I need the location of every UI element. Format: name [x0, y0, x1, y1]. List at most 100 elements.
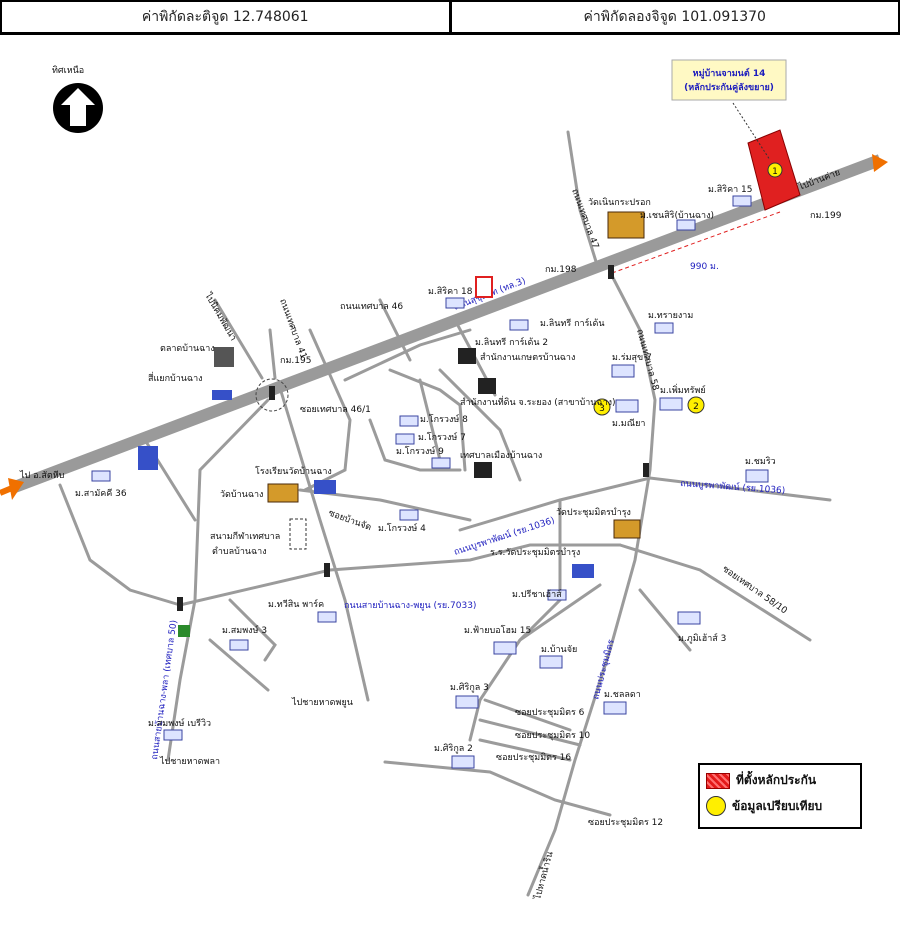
house-icon: [431, 457, 451, 469]
place-sirika15: ม.สิริคา 15: [708, 184, 753, 195]
house-icon: [659, 397, 683, 411]
direction-sattahip: ไป อ.สัตหีบ: [19, 470, 65, 481]
house-icon: [317, 611, 337, 623]
place-school: โรงเรียนวัดบ้านฉาง: [255, 466, 332, 477]
bank-icon: [138, 446, 158, 470]
map-legend: ที่ตั้งหลักประกัน ข้อมูลเปรียบเทียบ: [698, 763, 862, 829]
store-icon: [178, 625, 190, 637]
temple-banchang-icon: [267, 483, 299, 503]
subject-title-2: (หลักประกันคู่ลังขยาย): [684, 82, 774, 93]
distance-label: 990 ม.: [690, 262, 719, 272]
coordinate-header: ค่าพิกัดละติจูด 12.748061 ค่าพิกัดลองจิจ…: [0, 0, 900, 35]
traffic-lights: [177, 265, 649, 611]
house-icon: [611, 364, 635, 378]
arrow-west-icon: [8, 478, 24, 500]
municipal-icon: [474, 462, 492, 478]
school-prachum-icon: [572, 564, 594, 578]
legend-comp-label: ข้อมูลเปรียบเทียบ: [732, 798, 823, 813]
place-maniya: ม.มณียา: [612, 418, 645, 429]
place-kaset: สำนักงานเกษตรบ้านฉาง: [480, 352, 575, 363]
hospital-icon: [475, 276, 493, 298]
traffic-light-icon: [643, 463, 649, 477]
arrow-east-icon: [872, 154, 888, 172]
house-icon: [745, 469, 769, 483]
place-stadium-2: ตำบลบ้านฉาง: [212, 546, 267, 557]
house-icon: [547, 589, 567, 601]
place-sompong3: ม.สมพงษ์ 3: [222, 624, 267, 636]
legend-subject-label: ที่ตั้งหลักประกัน: [736, 773, 817, 787]
house-icons: [91, 195, 769, 769]
comp-3-marker-icon: [593, 398, 611, 416]
house-icon: [399, 509, 419, 521]
subject-leader: [732, 102, 771, 161]
government-icon: [458, 348, 476, 364]
place-wat-noen: วัดเนินกระปรอก: [588, 197, 651, 208]
km-199: กม.199: [810, 211, 842, 221]
label-soi-prachummit-16: ซอยประชุมมิตร 16: [496, 752, 571, 763]
place-sompong-river: ม.สมพงษ์ เบรีวิว: [148, 717, 211, 729]
stadium-icon: [289, 518, 307, 550]
label-soi-prachummit-12: ซอยประชุมมิตร 12: [588, 817, 663, 828]
place-sai-ngam: ม.ทรายงาม: [648, 311, 693, 321]
label-kitsuk: ซอยบ้านจัด: [327, 507, 373, 533]
place-samaki36: ม.สามัคคี 36: [75, 488, 127, 499]
km-198: กม.198: [545, 265, 577, 275]
school-icon: [314, 480, 336, 494]
roundabout-icon: [255, 378, 289, 412]
house-icon: [654, 322, 674, 334]
traffic-light-icon: [324, 563, 330, 577]
place-lindri: ม.ลินทรี การ์เด้น: [540, 317, 605, 329]
place-wat-prachum: วัดประชุมมิตรบำรุง: [556, 507, 631, 518]
house-icon: [455, 695, 479, 709]
place-koraw4: ม.โกรวงษ์ 4: [378, 522, 426, 534]
km-195: กม.195: [280, 356, 311, 366]
land-office-icon: [478, 378, 496, 394]
road-sukhumvit: [9, 154, 883, 494]
temple-noen-icon: [607, 211, 645, 239]
road-burapha: [458, 476, 832, 532]
place-wat-banchang: วัดบ้านฉาง: [220, 489, 263, 500]
house-icon: [445, 297, 465, 309]
place-sirika18: ม.สิริคา 18: [428, 286, 473, 297]
road-nikom: [213, 298, 264, 380]
latitude-label: ค่าพิกัดละติจูด 12.748061: [0, 0, 450, 34]
place-banchai: ม.บ้านจัย: [541, 644, 577, 655]
house-icon: [539, 655, 563, 669]
traffic-light-icon: [177, 597, 183, 611]
direction-phayun: ไปชายหาดพยูน: [291, 697, 353, 708]
direction-nikom: ไปนิคมพัฒนา: [202, 290, 239, 343]
place-junction: สี่แยกบ้านฉาง: [148, 371, 203, 384]
house-icon: [603, 701, 627, 715]
subject-marker-icon: [767, 162, 783, 178]
compass-label: ทิศเหนือ: [52, 65, 84, 76]
place-koraw8: ม.โกรวงษ์ 8: [420, 413, 468, 425]
comp-2-number: 2: [693, 402, 699, 412]
house-icon: [676, 219, 696, 231]
label-burapha-east: ถนนบูรพาพัฒน์ (รย.1036): [680, 477, 786, 496]
place-phum3: ม.ภูมิเฮ้าส์ 3: [678, 632, 726, 644]
subject-marker-number: 1: [772, 167, 778, 177]
label-soi-prachummit-6: ซอยประชุมมิตร 6: [515, 707, 585, 718]
direction-phla: ไปชายหาดพลา: [159, 756, 220, 767]
place-koraw7: ม.โกรวงษ์ 7: [418, 431, 466, 443]
road-prachummit-main: [526, 270, 657, 897]
label-thetsaban46: ถนนเทศบาล 46: [340, 302, 403, 312]
house-icon: [677, 611, 701, 625]
place-siriku2: ม.ศิริกูล 2: [434, 743, 473, 754]
subject-swatch-icon: [706, 772, 730, 789]
comp-swatch-icon: [706, 796, 726, 816]
comp-3-number: 3: [599, 404, 605, 414]
place-phum-sap: ม.เพิ่มทรัพย์: [660, 383, 706, 396]
label-banchang-phayun: ถนนสายบ้านฉาง-พยูน (รย.7033): [344, 600, 476, 611]
traffic-light-icon: [269, 386, 275, 400]
place-stadium-1: สนามกีฬาเทศบาล: [210, 531, 280, 542]
house-icon: [395, 433, 415, 445]
house-icon: [163, 729, 183, 741]
place-municipal: เทศบาลเมืองบ้านฉาง: [460, 450, 542, 461]
house-icon: [493, 641, 517, 655]
house-icon: [732, 195, 752, 207]
place-thawisin: ม.ทวีสิน พาร์ค: [268, 598, 324, 610]
subject-title-1: หมู่บ้านจามนต์ 14: [693, 67, 766, 79]
house-icon: [229, 639, 249, 651]
place-chensiri: ม.เชนสิริ(บ้านฉาง): [640, 210, 714, 221]
